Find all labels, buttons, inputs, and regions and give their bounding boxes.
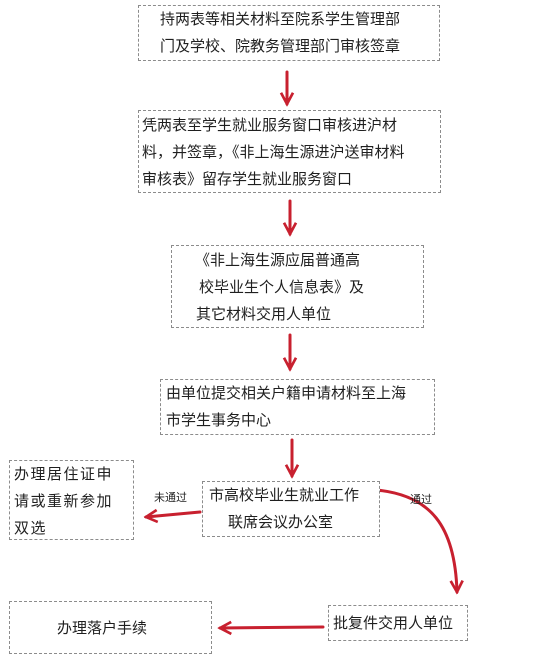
step2-box: 凭两表至学生就业服务窗口审核进沪材 料，并签章，《非上海生源进沪送审材料 审核表… [138, 110, 441, 193]
reject-box: 办理居住证申 请或重新参加 双选 [9, 460, 134, 540]
approve-line-1: 批复件交用人单位 [333, 614, 454, 632]
step2-line-2: 料，并签章，《非上海生源进沪送审材料 [142, 143, 405, 161]
arrow-step5-to-reject [146, 512, 202, 517]
step3-box: 《非上海生源应届普通高 校毕业生个人信息表》及 其它材料交用人单位 [171, 245, 424, 328]
step1-box: 持两表等相关材料至院系学生管理部 门及学校、院教务管理部门审核签章 [138, 5, 440, 61]
step3-line-3: 其它材料交用人单位 [196, 305, 332, 323]
step4-line-2: 市学生事务中心 [166, 411, 272, 429]
step4-line-1: 由单位提交相关户籍申请材料至上海 [166, 384, 407, 402]
step4-box: 由单位提交相关户籍申请材料至上海 市学生事务中心 [160, 379, 435, 435]
step3-line-1: 《非上海生源应届普通高 [195, 251, 361, 269]
approved-edge-label: 通过 [410, 493, 432, 506]
arrow-step5-to-approve [374, 488, 457, 592]
step2-line-3: 审核表》留存学生就业服务窗口 [142, 170, 353, 188]
step5-line-2: 联席会议办公室 [228, 513, 334, 531]
arrow-approve-to-final [220, 627, 325, 628]
step1-line-1: 持两表等相关材料至院系学生管理部 [160, 10, 401, 28]
step3-line-2: 校毕业生个人信息表》及 [199, 278, 365, 296]
reject-line-2: 请或重新参加 [14, 492, 114, 510]
reject-line-1: 办理居住证申 [14, 465, 114, 483]
step5-line-1: 市高校毕业生就业工作 [209, 486, 360, 504]
rejected-edge-label: 未通过 [154, 491, 187, 504]
approve-box: 批复件交用人单位 [328, 605, 468, 641]
final-box: 办理落户手续 [9, 601, 212, 654]
step5-box: 市高校毕业生就业工作 联席会议办公室 [202, 481, 380, 537]
reject-line-3: 双选 [14, 519, 48, 537]
step2-line-1: 凭两表至学生就业服务窗口审核进沪材 [142, 116, 398, 134]
step1-line-2: 门及学校、院教务管理部门审核签章 [160, 37, 401, 55]
final-line-1: 办理落户手续 [57, 619, 148, 637]
